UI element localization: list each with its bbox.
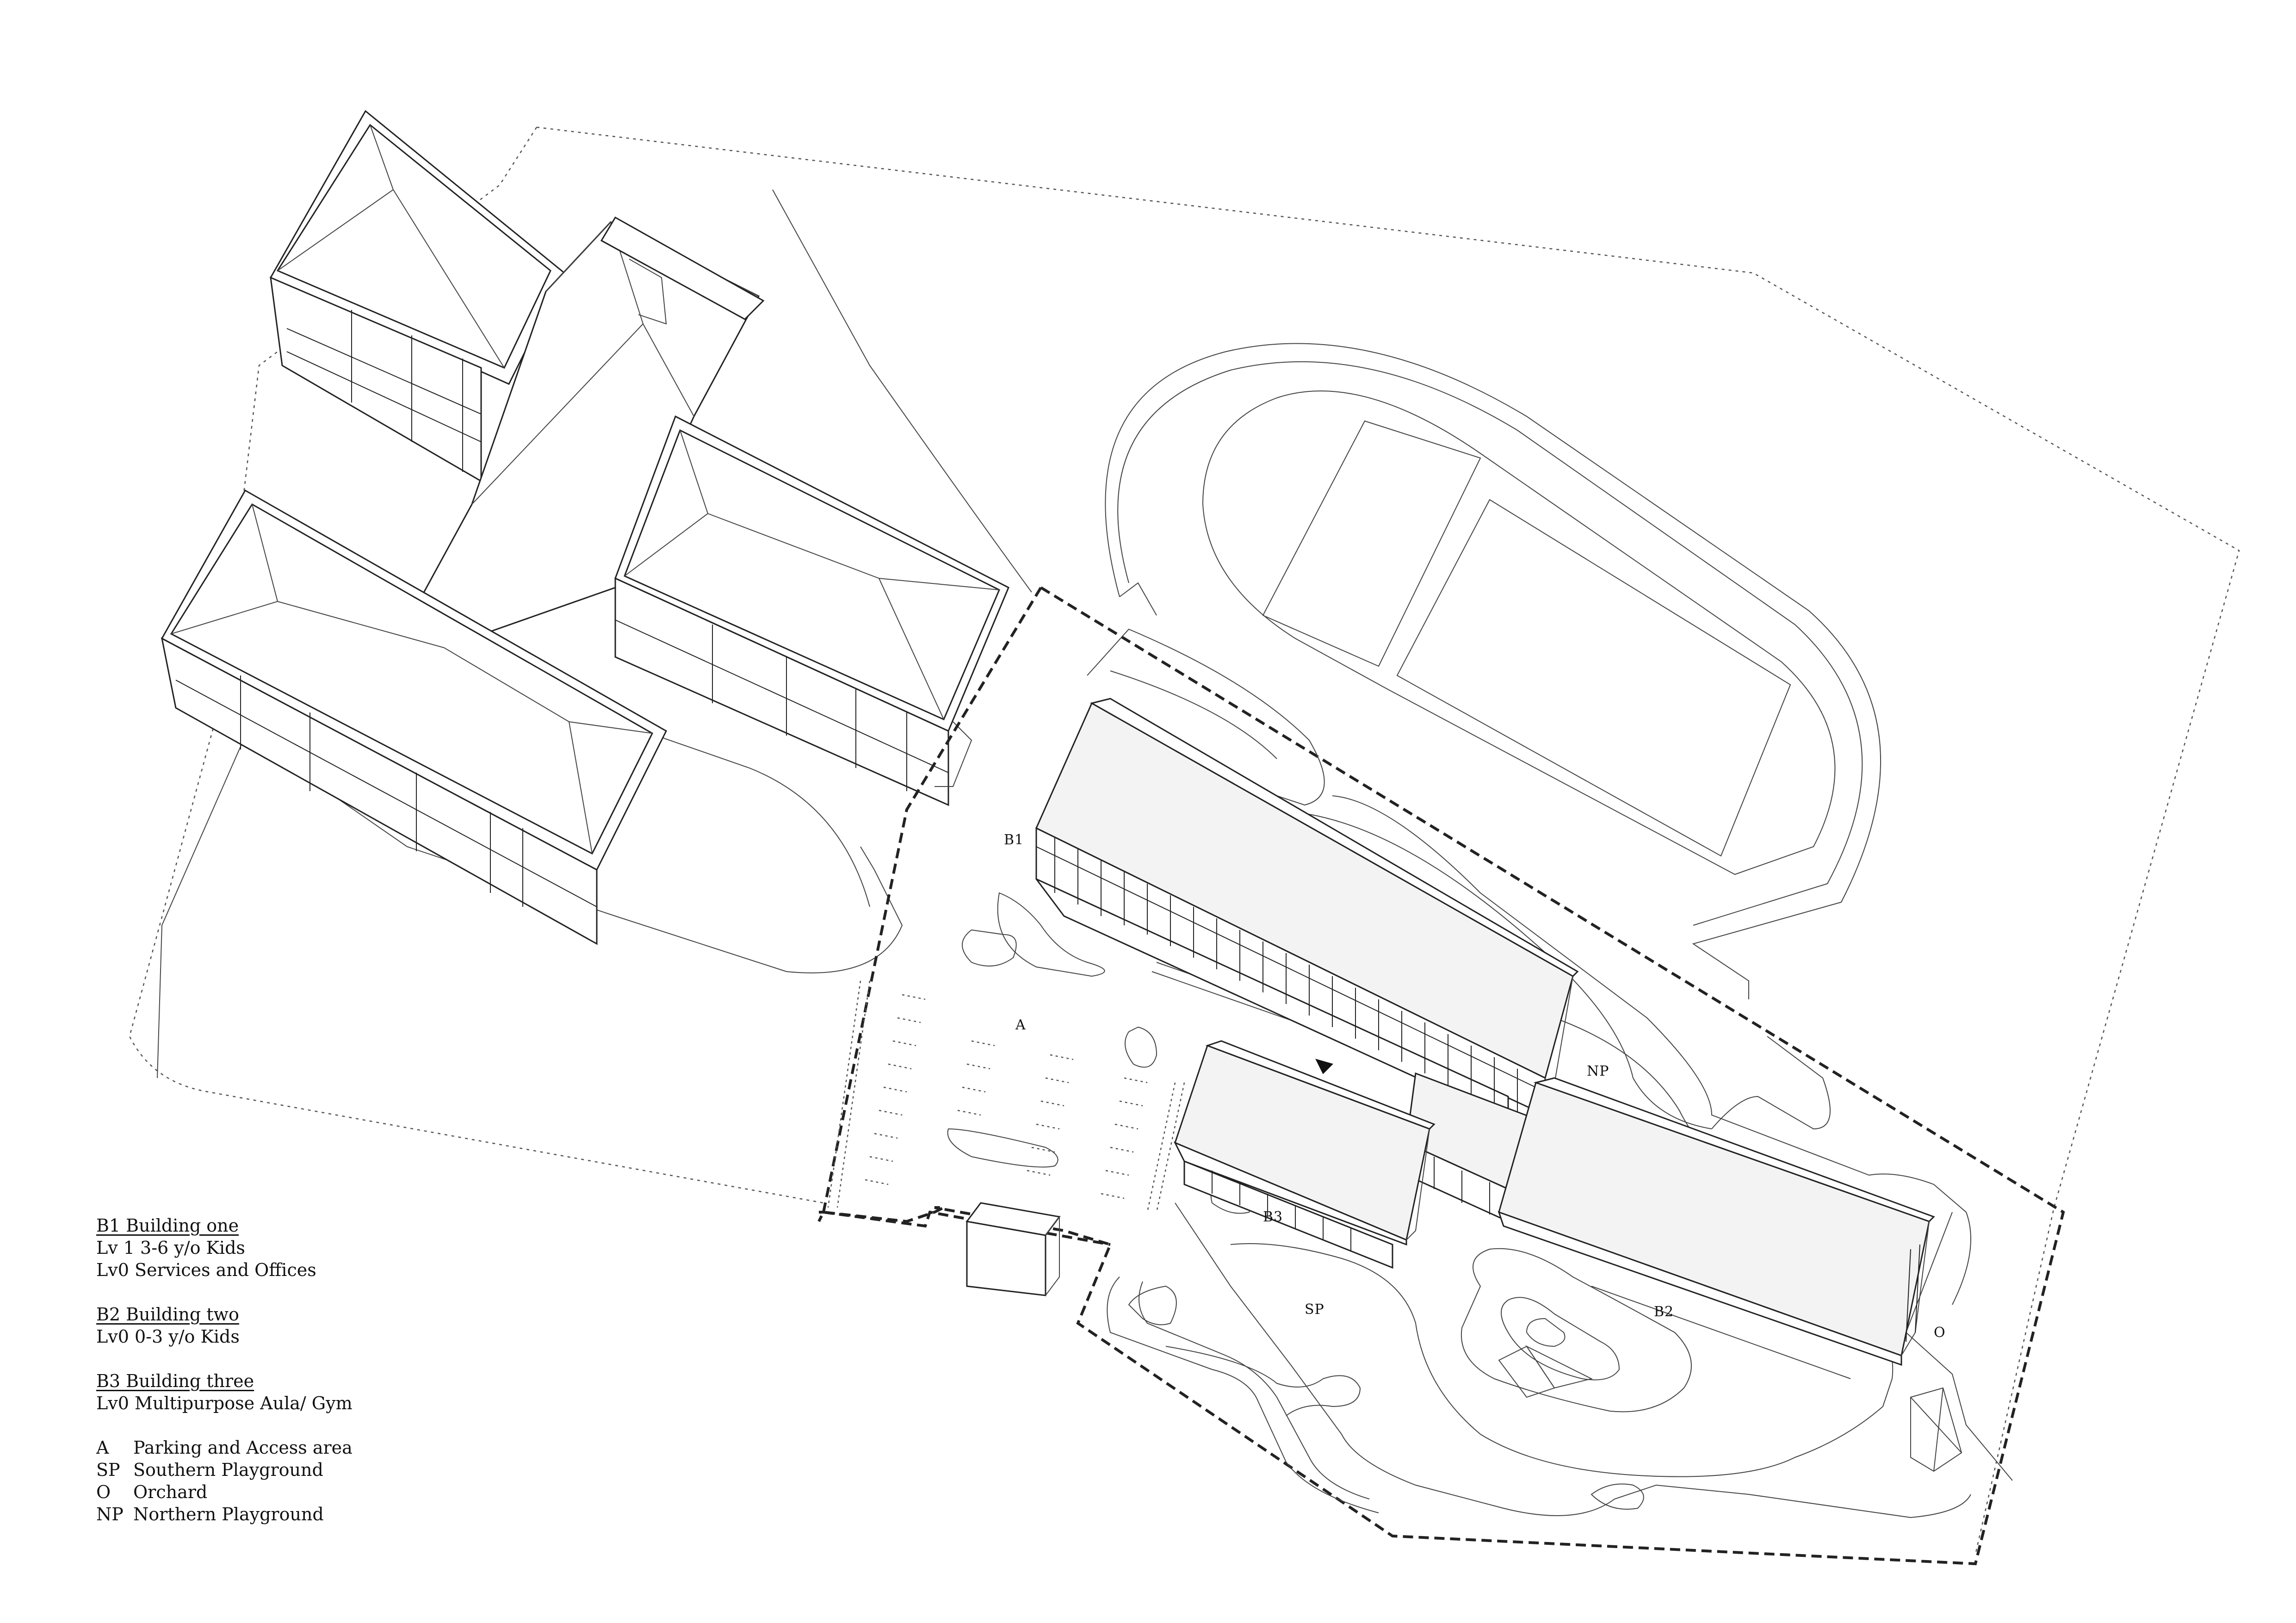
legend-line: Lv 1 3-6 y/o Kids xyxy=(96,1238,245,1258)
legend-area-label: Northern Playground xyxy=(133,1504,324,1524)
label-b2: B2 xyxy=(1654,1304,1674,1320)
label-a: A xyxy=(1015,1017,1026,1033)
legend-building-b2: B2 Building two Lv0 0-3 y/o Kids xyxy=(96,1303,353,1348)
legend-line: Lv0 Multipurpose Aula/ Gym xyxy=(96,1393,353,1413)
legend-area-a: A Parking and Access area xyxy=(96,1437,353,1459)
label-np: NP xyxy=(1587,1063,1609,1079)
building-b2 xyxy=(1498,1077,1935,1379)
building-b3 xyxy=(1173,1040,1436,1269)
legend-area-label: Southern Playground xyxy=(133,1460,323,1480)
entrance-kiosk xyxy=(965,1202,1061,1296)
legend-area-code: A xyxy=(96,1437,109,1458)
legend-heading: B3 Building three xyxy=(96,1371,254,1391)
legend-building-b1: B1 Building one Lv 1 3-6 y/o Kids Lv0 Se… xyxy=(96,1214,353,1281)
label-b1: B1 xyxy=(1004,832,1024,848)
legend-area-code: SP xyxy=(96,1460,120,1480)
legend-area-np: NP Northern Playground xyxy=(96,1503,353,1525)
sports-field xyxy=(1105,343,1881,999)
label-b3: B3 xyxy=(1263,1209,1283,1225)
legend-area-o: O Orchard xyxy=(96,1481,353,1503)
label-sp: SP xyxy=(1305,1301,1324,1318)
existing-site-paths xyxy=(157,189,1032,1078)
legend-areas: A Parking and Access area SP Southern Play… xyxy=(96,1437,353,1525)
legend-area-label: Orchard xyxy=(133,1482,208,1502)
building-b1 xyxy=(1035,698,1579,1121)
existing-building xyxy=(161,110,1009,945)
legend-building-b3: B3 Building three Lv0 Multipurpose Aula/… xyxy=(96,1370,353,1414)
legend-heading: B2 Building two xyxy=(96,1304,239,1325)
legend: B1 Building one Lv 1 3-6 y/o Kids Lv0 Se… xyxy=(96,1214,353,1548)
legend-line: Lv0 0-3 y/o Kids xyxy=(96,1326,240,1347)
legend-line: Lv0 Services and Offices xyxy=(96,1260,316,1280)
legend-area-code: NP xyxy=(96,1504,124,1524)
legend-area-label: Parking and Access area xyxy=(133,1437,353,1458)
parking-markings xyxy=(827,980,1185,1213)
legend-area-sp: SP Southern Playground xyxy=(96,1459,353,1481)
site-outline xyxy=(129,126,2240,1555)
legend-area-code: O xyxy=(96,1482,111,1502)
legend-heading: B1 Building one xyxy=(96,1215,239,1236)
entrance-arrow-icon xyxy=(1315,1059,1333,1074)
label-o: O xyxy=(1934,1325,1946,1341)
